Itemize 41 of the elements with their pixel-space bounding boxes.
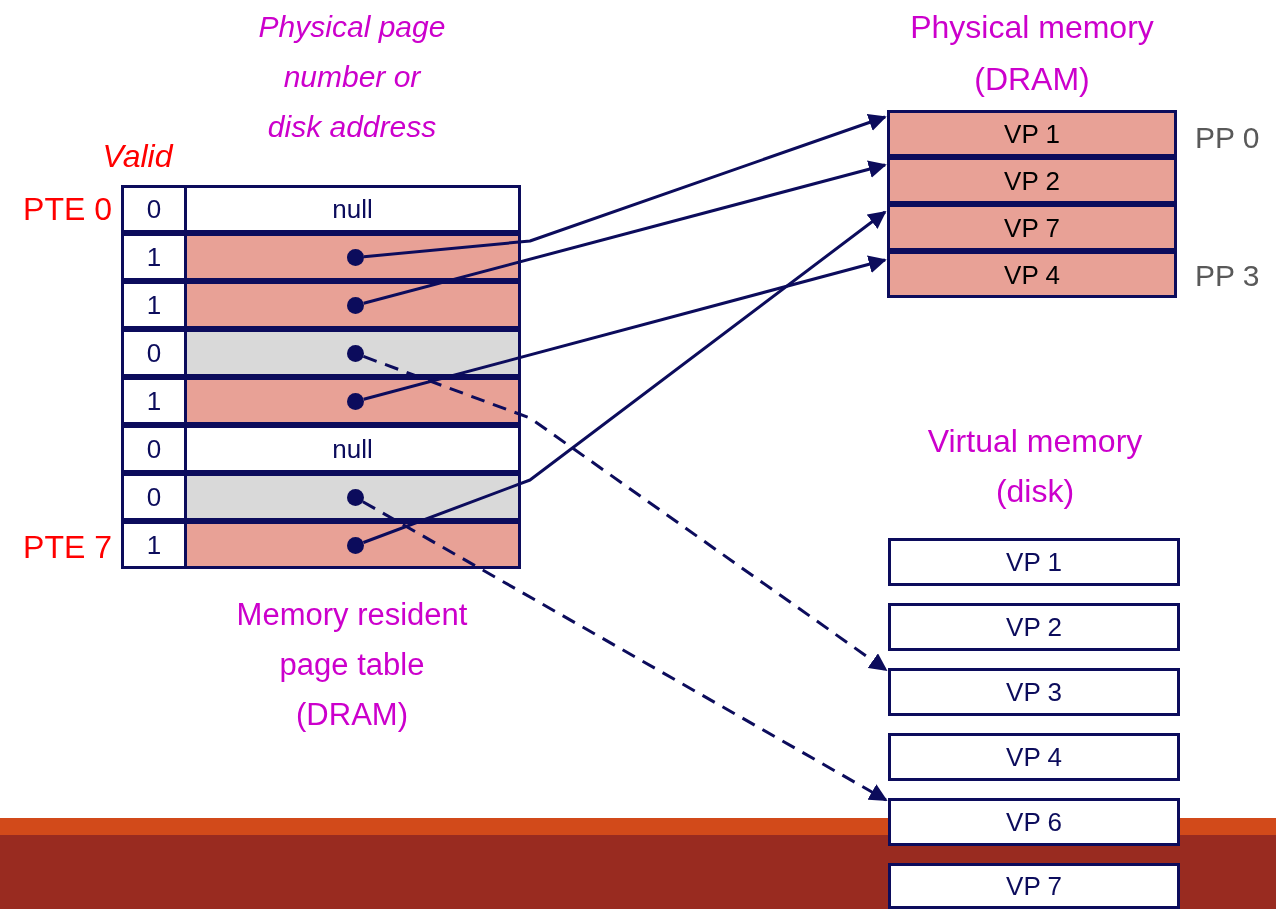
memory-page: VP 1: [887, 110, 1177, 157]
valid-bit: 1: [121, 281, 187, 329]
memory-page: VP 4: [887, 251, 1177, 298]
column-heading: Physical page number or disk address: [257, 9, 447, 145]
page-table-entry: [184, 329, 521, 377]
arrow: [362, 210, 887, 544]
valid-bit: 1: [121, 377, 187, 425]
disk-page: VP 3: [888, 668, 1180, 716]
page-table-entry: [184, 377, 521, 425]
dashed-arrow: [362, 500, 888, 802]
disk-page: VP 1: [888, 538, 1180, 586]
arrow: [363, 160, 887, 305]
section-heading: Virtual memory (disk): [926, 422, 1144, 511]
column-heading: Valid: [101, 137, 175, 176]
arrow: [363, 113, 887, 259]
valid-bit: 0: [121, 473, 187, 521]
page-table-entry: [184, 233, 521, 281]
page-number-label: PP 0: [1195, 120, 1261, 156]
disk-page: VP 4: [888, 733, 1180, 781]
dashed-arrow: [362, 355, 888, 672]
page-table-entry: [184, 521, 521, 569]
disk-page: VP 2: [888, 603, 1180, 651]
memory-page: VP 2: [887, 157, 1177, 204]
valid-bit: 0: [121, 185, 187, 233]
page-number-label: PP 3: [1195, 258, 1261, 294]
row-label: PTE 0: [22, 190, 112, 229]
table-caption: Memory resident page table (DRAM): [235, 596, 469, 734]
memory-page: VP 7: [887, 204, 1177, 251]
section-heading: Physical memory (DRAM): [909, 8, 1155, 99]
row-label: PTE 7: [22, 528, 112, 567]
page-table-entry: null: [184, 425, 521, 473]
page-table-entry: [184, 473, 521, 521]
disk-page: VP 6: [888, 798, 1180, 846]
disk-page: VP 7: [888, 863, 1180, 909]
valid-bit: 1: [121, 233, 187, 281]
page-table-entry: null: [184, 185, 521, 233]
valid-bit: 1: [121, 521, 187, 569]
valid-bit: 0: [121, 425, 187, 473]
valid-bit: 0: [121, 329, 187, 377]
arrow: [363, 255, 887, 401]
page-table-entry: [184, 281, 521, 329]
